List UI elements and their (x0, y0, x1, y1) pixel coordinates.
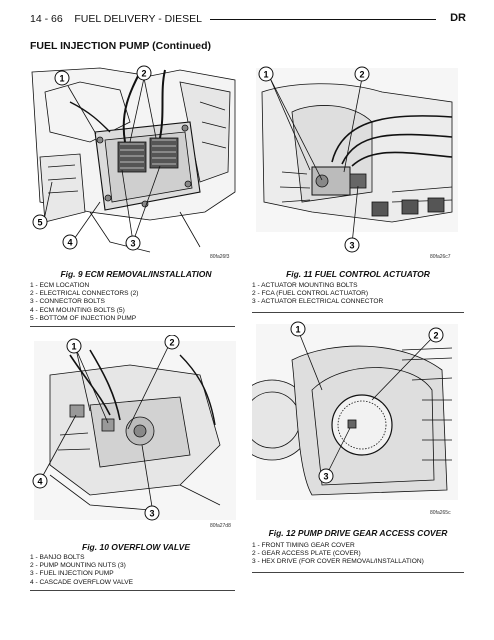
callout-2: 2 (141, 69, 146, 79)
callout-1: 1 (263, 70, 268, 80)
legend-item: 4 - ECM MOUNTING BOLTS (5) (30, 306, 125, 314)
legend-item: 3 - FUEL INJECTION PUMP (30, 570, 114, 578)
callout-3: 3 (349, 241, 354, 251)
actuator-illustration: 1 2 3 (256, 66, 458, 253)
legend-item: 5 - BOTTOM OF INJECTION PUMP (30, 314, 137, 322)
gear-cover-illustration: 1 2 3 (252, 321, 458, 500)
callout-1: 1 (71, 342, 76, 352)
legend-item: 1 - BANJO BOLTS (30, 554, 85, 561)
legend-item: 1 - FRONT TIMING GEAR COVER (252, 542, 355, 549)
figure-caption: Fig. 12 PUMP DRIVE GEAR ACCESS COVER (268, 528, 448, 538)
figure-ecm-removal: 1 2 5 4 3 80fa26f3 (30, 62, 242, 262)
legend-item: 3 - CONNECTOR BOLTS (30, 298, 105, 306)
callout-3: 3 (130, 239, 135, 249)
legend-item: 4 - CASCADE OVERFLOW VALVE (30, 578, 134, 586)
divider (30, 326, 235, 327)
legend-item: 2 - ELECTRICAL CONNECTORS (2) (30, 290, 139, 298)
figure-overflow-valve: 1 2 4 3 80fa27d8 (30, 335, 242, 533)
callout-1: 1 (295, 325, 300, 335)
ecm-illustration: 1 2 5 4 3 (31, 65, 236, 253)
page-number: 14 - 66 (30, 13, 63, 25)
legend-item: 3 - HEX DRIVE (FOR COVER REMOVAL/INSTALL… (252, 558, 424, 566)
figure-legend: 1 - BANJO BOLTS 2 - PUMP MOUNTING NUTS (… (30, 554, 133, 587)
legend-item: 3 - ACTUATOR ELECTRICAL CONNECTOR (252, 298, 384, 306)
figure-fuel-control-actuator: 1 2 3 80fa26c7 (252, 62, 464, 262)
legend-item: 1 - ECM LOCATION (30, 282, 90, 289)
callout-3: 3 (149, 509, 154, 519)
callout-4: 4 (67, 238, 72, 248)
callout-5: 5 (37, 218, 42, 228)
figure-code: 80fa265c (430, 510, 451, 516)
callout-1: 1 (59, 74, 64, 84)
legend-item: 1 - ACTUATOR MOUNTING BOLTS (252, 282, 358, 289)
figure-code: 80fa26c7 (430, 254, 451, 260)
figure-pump-drive-gear-cover: 1 2 3 80fa265c (252, 320, 464, 520)
figure-legend: 1 - FRONT TIMING GEAR COVER 2 - GEAR ACC… (252, 542, 424, 567)
legend-item: 2 - FCA (FUEL CONTROL ACTUATOR) (252, 290, 369, 298)
figure-caption: Fig. 10 OVERFLOW VALVE (82, 542, 190, 552)
legend-item: 2 - GEAR ACCESS PLATE (COVER) (252, 550, 361, 558)
divider (252, 572, 464, 573)
header-rule (210, 19, 436, 20)
header-page-section: 14 - 66 FUEL DELIVERY - DIESEL (30, 13, 202, 25)
callout-2: 2 (359, 70, 364, 80)
page-header: 14 - 66 FUEL DELIVERY - DIESEL DR (30, 12, 466, 31)
callout-2: 2 (433, 331, 438, 341)
callout-4: 4 (37, 477, 42, 487)
figure-legend: 1 - ACTUATOR MOUNTING BOLTS 2 - FCA (FUE… (252, 282, 383, 307)
figure-code: 80fa27d8 (210, 523, 231, 529)
figure-code: 80fa26f3 (210, 254, 230, 260)
figure-caption: Fig. 9 ECM REMOVAL/INSTALLATION (60, 269, 212, 279)
callout-3: 3 (323, 472, 328, 482)
figure-caption: Fig. 11 FUEL CONTROL ACTUATOR (286, 269, 430, 279)
legend-item: 2 - PUMP MOUNTING NUTS (3) (30, 562, 126, 570)
section-title: FUEL INJECTION PUMP (Continued) (30, 40, 212, 52)
divider (30, 590, 235, 591)
model-code: DR (450, 12, 466, 24)
divider (252, 312, 464, 313)
section-name: FUEL DELIVERY - DIESEL (74, 13, 202, 25)
figure-legend: 1 - ECM LOCATION 2 - ELECTRICAL CONNECTO… (30, 282, 138, 323)
overflow-valve-illustration: 1 2 4 3 (32, 335, 236, 521)
callout-2: 2 (169, 338, 174, 348)
